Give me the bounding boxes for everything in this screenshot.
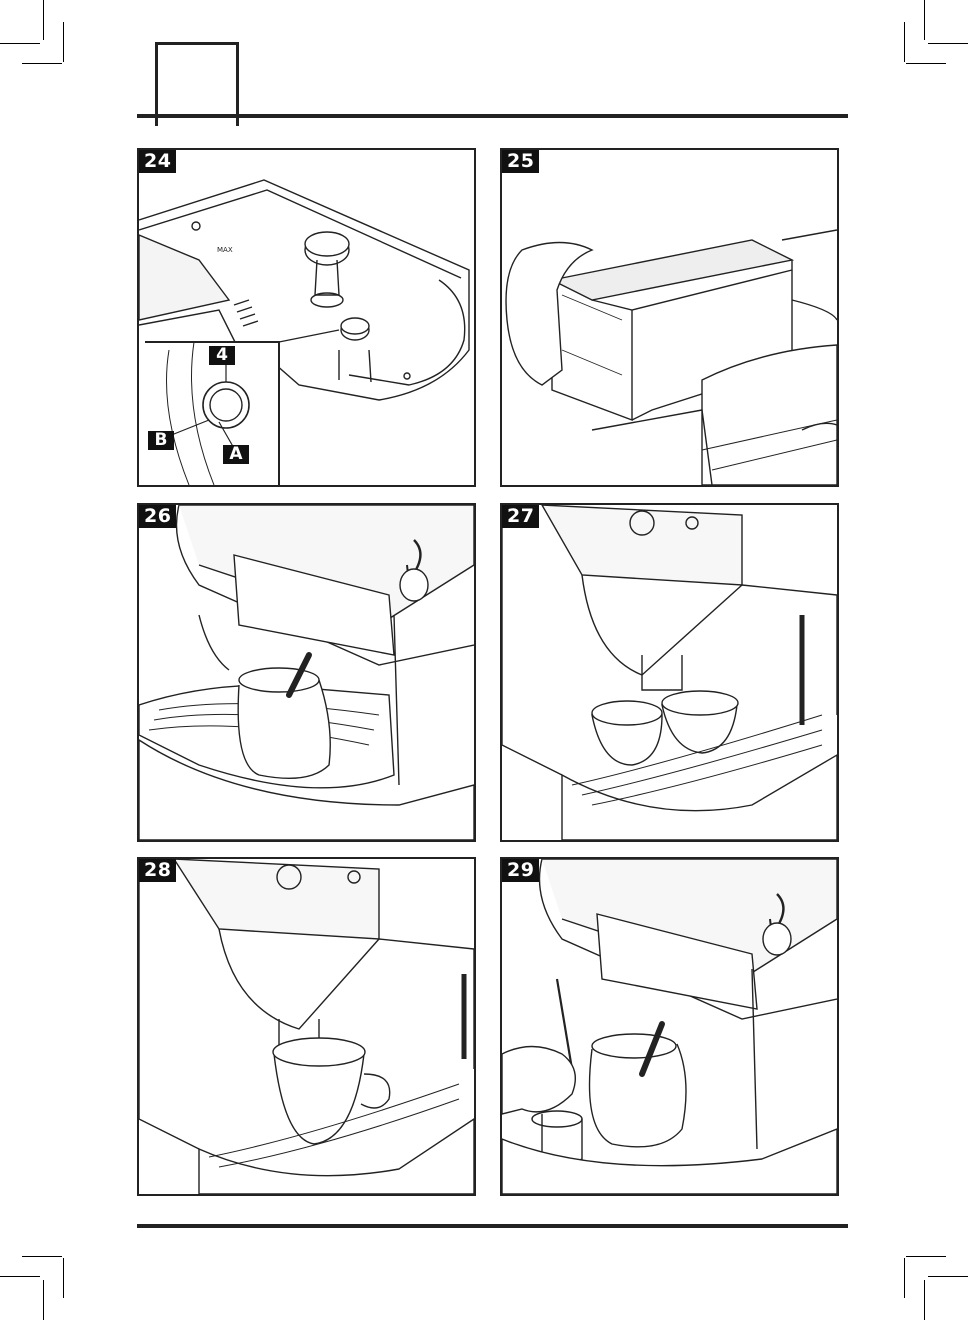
single-cup-illustration bbox=[139, 859, 474, 1194]
crop-mark bbox=[43, 1280, 44, 1320]
callout-4: 4 bbox=[209, 346, 235, 365]
figure-27: 27 bbox=[500, 503, 839, 842]
hand-frothing-illustration bbox=[502, 859, 837, 1194]
crop-mark bbox=[928, 43, 968, 44]
tank-removal-illustration bbox=[502, 150, 837, 485]
crop-mark bbox=[904, 1258, 905, 1298]
callout-b: B bbox=[148, 431, 174, 450]
crop-mark bbox=[924, 1280, 925, 1320]
header-rule bbox=[137, 114, 848, 118]
figure-26: 26 bbox=[137, 503, 476, 842]
figure-number: 26 bbox=[139, 505, 176, 528]
crop-mark bbox=[906, 63, 946, 64]
crop-mark bbox=[0, 1276, 40, 1277]
crop-mark bbox=[928, 1276, 968, 1277]
footer-rule bbox=[137, 1224, 848, 1228]
figure-24: MAX 24 4 B A bbox=[137, 148, 476, 487]
figure-number: 25 bbox=[502, 150, 539, 173]
crop-mark bbox=[22, 1256, 62, 1257]
figure-number: 24 bbox=[139, 150, 176, 173]
figure-number: 28 bbox=[139, 859, 176, 882]
crop-mark bbox=[904, 22, 905, 62]
crop-mark bbox=[43, 0, 44, 40]
figure-29: 29 bbox=[500, 857, 839, 1196]
milk-frothing-illustration bbox=[139, 505, 474, 840]
crop-mark bbox=[924, 0, 925, 40]
figure-number: 29 bbox=[502, 859, 539, 882]
callout-a: A bbox=[223, 445, 249, 464]
figure-number: 27 bbox=[502, 505, 539, 528]
crop-mark bbox=[0, 43, 40, 44]
figure-28: 28 bbox=[137, 857, 476, 1196]
water-tank-illustration: MAX bbox=[139, 150, 474, 485]
two-cups-illustration bbox=[502, 505, 837, 840]
figure-25: 25 bbox=[500, 148, 839, 487]
crop-mark bbox=[63, 1258, 64, 1298]
crop-mark bbox=[22, 63, 62, 64]
crop-mark bbox=[906, 1256, 946, 1257]
crop-mark bbox=[63, 22, 64, 62]
max-label: MAX bbox=[217, 246, 233, 254]
